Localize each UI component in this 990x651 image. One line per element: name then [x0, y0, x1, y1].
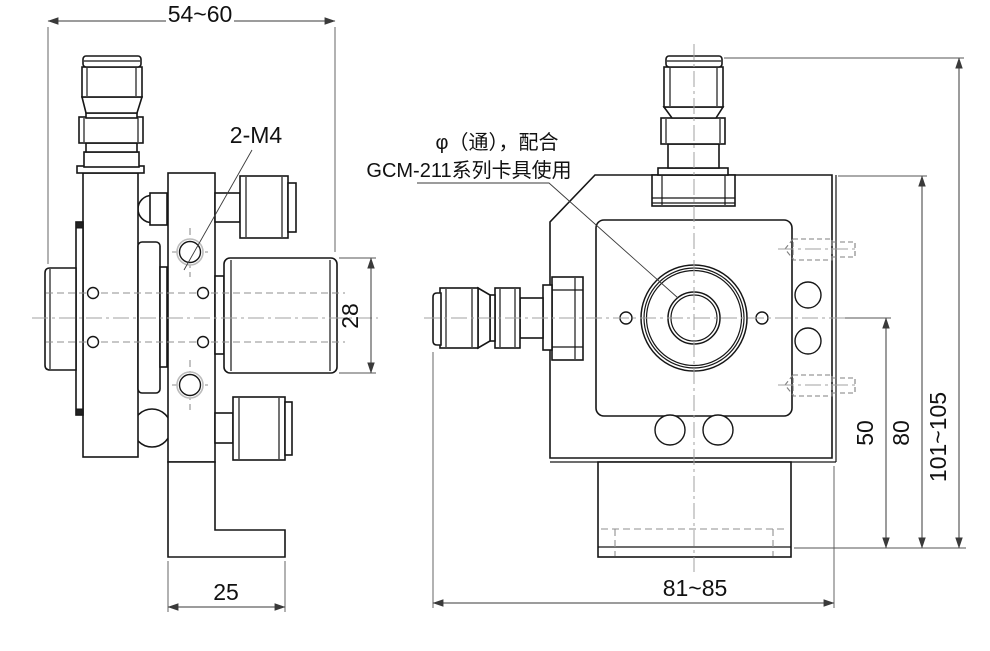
- dim-overall-depth-label: 54~60: [168, 1, 233, 27]
- front-bar-cap-top: [75, 221, 84, 229]
- front-bar-cap-bottom: [75, 408, 84, 416]
- aperture-annotation-segment: [417, 182, 679, 299]
- set-screw-hidden-bottom: [778, 374, 858, 397]
- vertical-micrometer-segment: [78, 116, 144, 144]
- vertical-micrometer-segment: [83, 151, 140, 168]
- moving-plate: [82, 172, 139, 458]
- annotation-line2: GCM-211系列卡具使用: [366, 159, 571, 182]
- pivot-hole: [86, 286, 100, 300]
- dim-center-height-label: 50: [852, 420, 878, 446]
- dim-overall-height-label: 101~105: [925, 392, 951, 482]
- dim-label-bg: [166, 2, 234, 23]
- top-adjuster-knob: [214, 175, 297, 239]
- vertical-micrometer-segment: [80, 96, 144, 114]
- dim-foot-width-label: 25: [213, 579, 239, 605]
- body-hole-lower: [794, 327, 822, 355]
- side-micrometer-segment: [432, 292, 442, 346]
- bottom-adjuster-knob-segment: [232, 396, 286, 461]
- m4-hole-top-segment: [178, 240, 202, 264]
- thread-callout-label: 2-M4: [230, 122, 283, 148]
- pivot-hole: [86, 335, 100, 349]
- top-micrometer-segment: [657, 167, 729, 176]
- optic-cell-rear: [159, 266, 168, 368]
- dimensions: 54~60 2-M4 28 25 81~85 50 80 101~105: [47, 1, 966, 612]
- top-adjuster-knob-segment: [214, 192, 241, 223]
- set-screw-hidden-top: [778, 238, 858, 261]
- dim-body-height-label: 80: [888, 420, 914, 446]
- top-adjuster-knob-segment: [287, 182, 297, 233]
- top-adjuster-knob-segment: [239, 175, 289, 239]
- top-micrometer-segment: [660, 117, 726, 145]
- m4-hole-top: [176, 238, 204, 266]
- dim-drum-height-label: 28: [337, 303, 363, 329]
- side-view: [32, 55, 378, 558]
- dim-base-width-label: 81~85: [663, 575, 728, 601]
- m4-hole-bottom: [176, 371, 204, 399]
- vertical-micrometer-segment: [81, 66, 143, 98]
- body-hole-upper: [794, 281, 822, 309]
- front-view: [424, 44, 860, 572]
- annotation-line1: φ（通），配合: [436, 131, 559, 154]
- bottom-adjuster-knob-segment: [214, 412, 234, 444]
- bottom-adjuster-knob-segment: [284, 401, 293, 456]
- pivot-hole: [196, 335, 210, 349]
- l-bracket: [167, 461, 286, 558]
- bottom-hole-left: [654, 414, 686, 446]
- bottom-adjuster-knob: [214, 396, 293, 461]
- vertical-micrometer-segment: [85, 142, 138, 153]
- dimensions-segment: [183, 149, 253, 271]
- set-screw-block: [149, 192, 168, 226]
- aperture-annotation: φ（通），配合 GCM-211系列卡具使用: [366, 131, 679, 299]
- vertical-micrometer: [76, 55, 145, 174]
- pivot-hole: [196, 286, 210, 300]
- drum-knob-segment: [223, 257, 338, 374]
- m4-hole-bottom-segment: [178, 373, 202, 397]
- drum-knob: [214, 257, 338, 374]
- bottom-hole-right: [702, 414, 734, 446]
